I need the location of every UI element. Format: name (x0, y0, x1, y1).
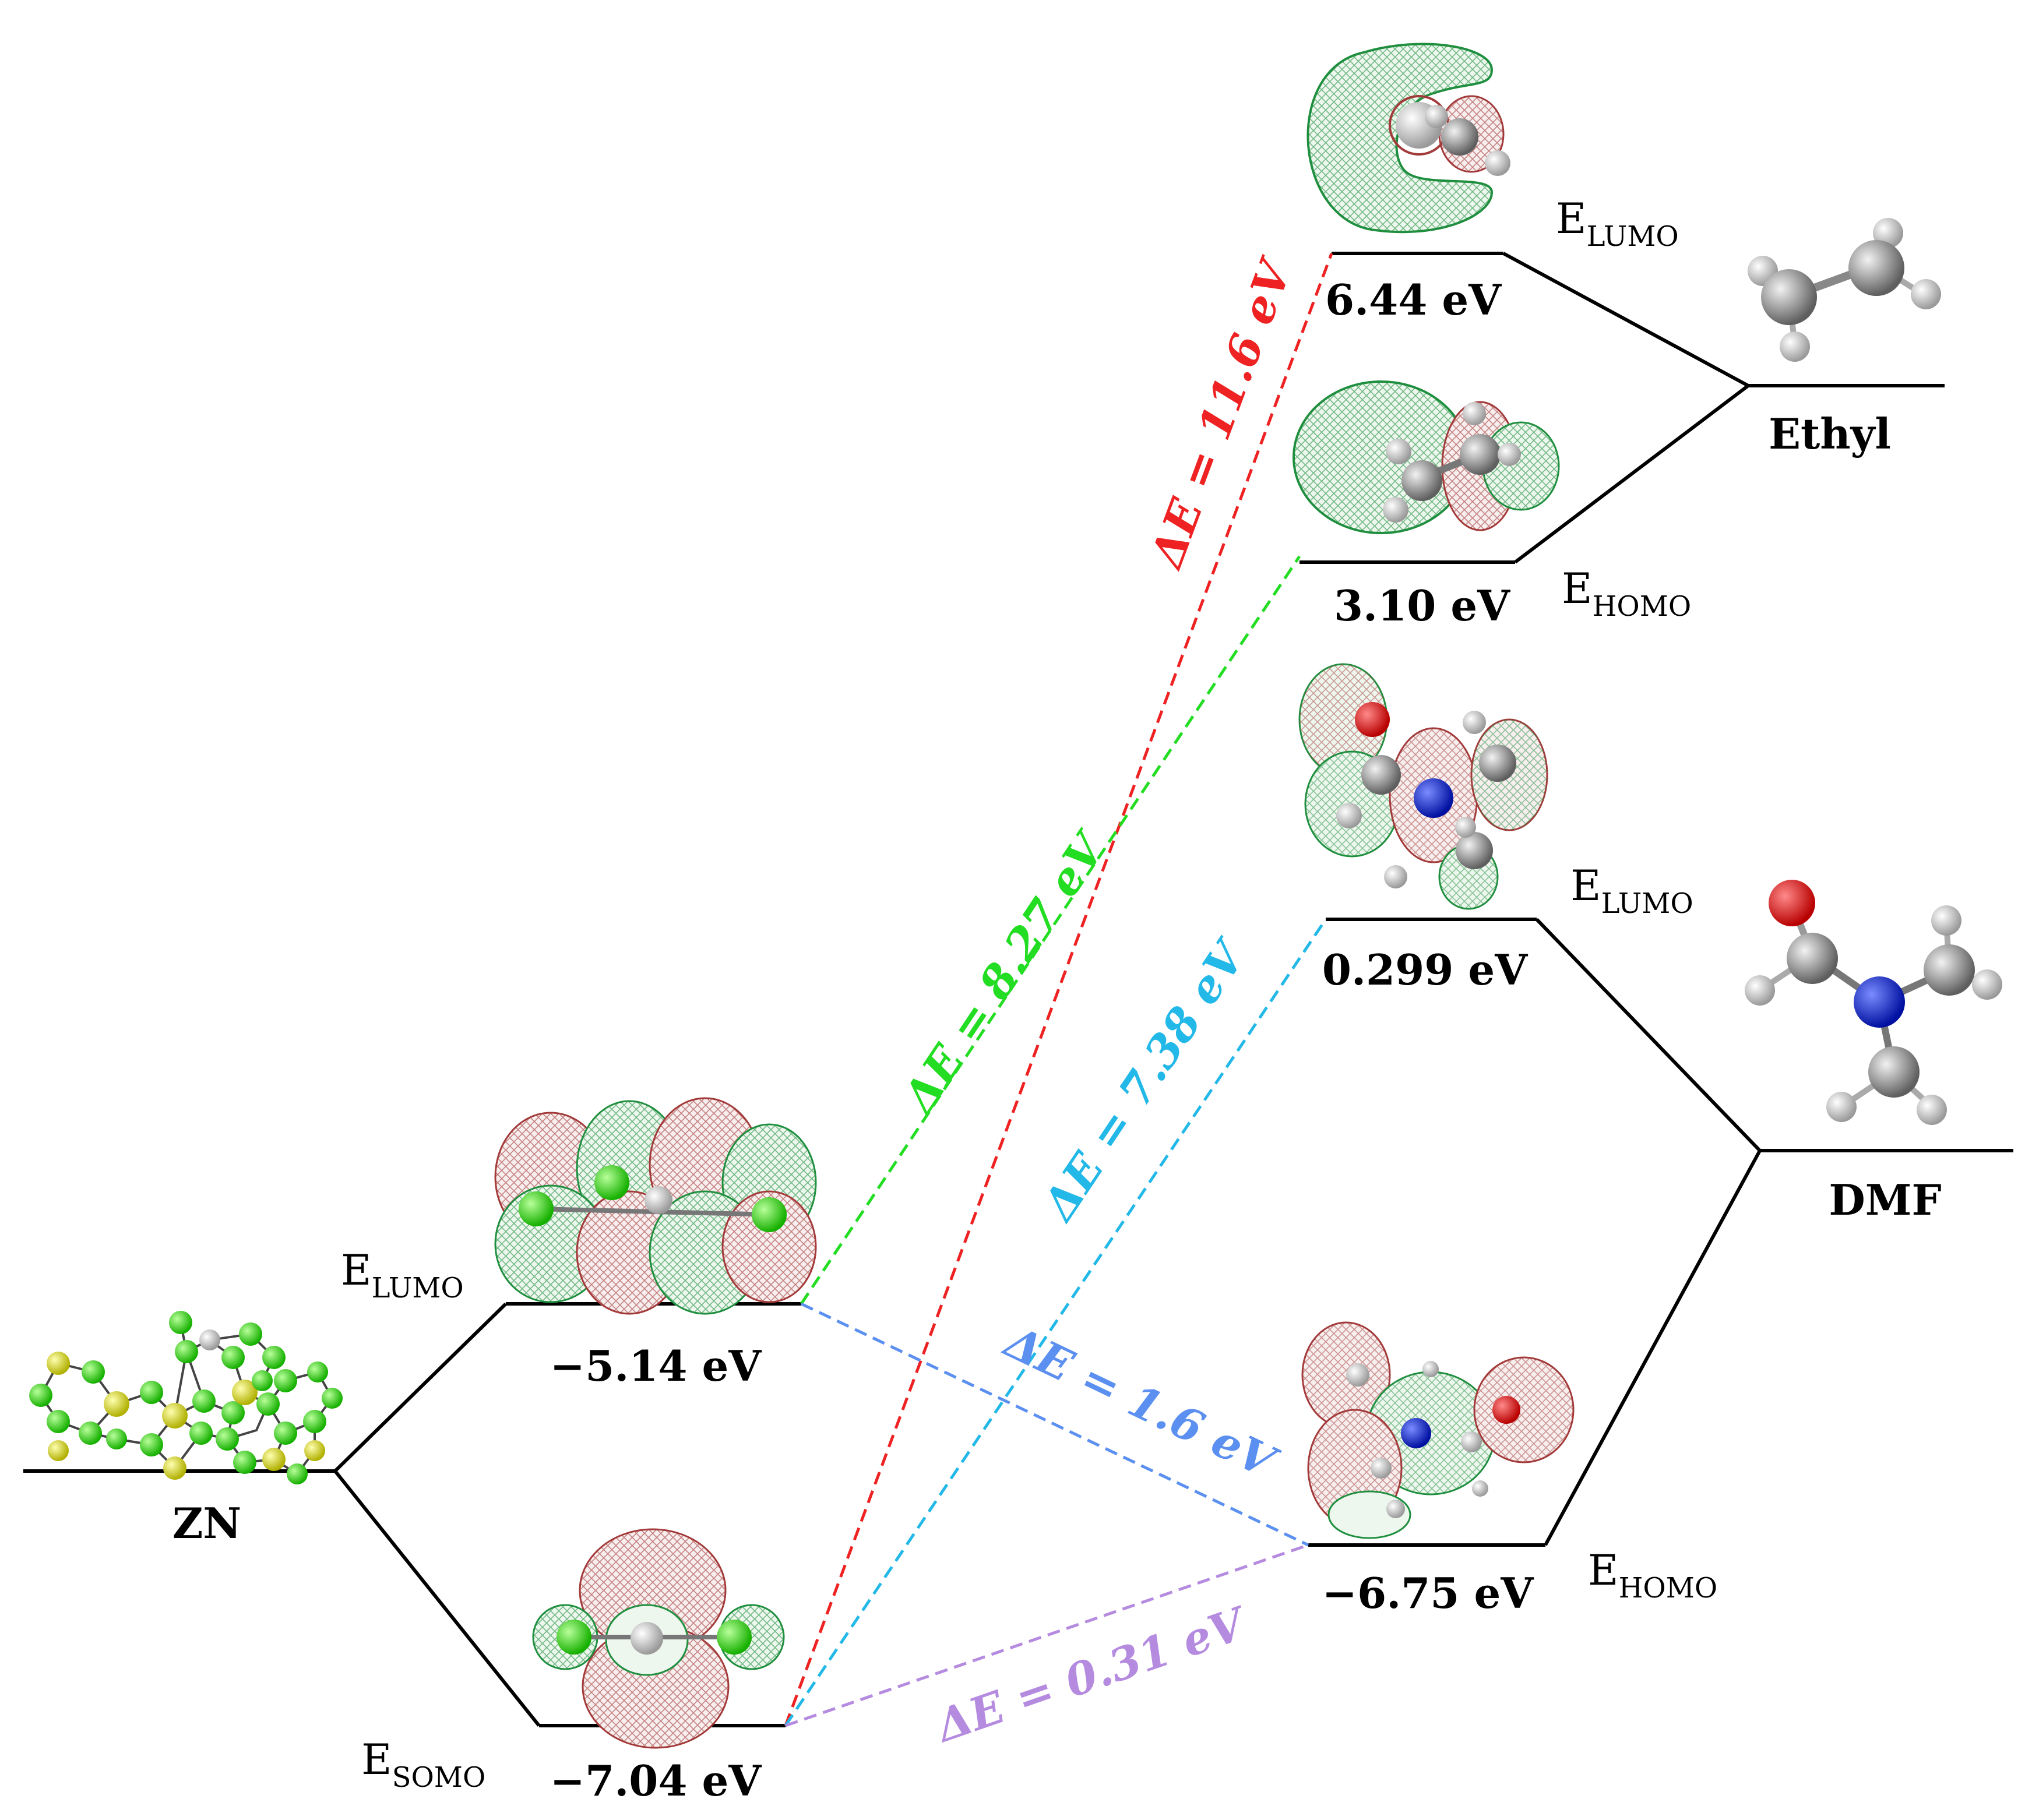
gap-label-lumo-dmf-homo: ΔE = 1.6 eV (995, 1315, 1286, 1490)
ethyl-homo-label: EHOMO (1562, 564, 1691, 623)
energy-values: −5.14 eV −7.04 eV 6.44 eV 3.10 eV 0.299 … (550, 275, 1534, 1805)
gap-label-somo-ethyl-lumo: ΔE = 11.6 eV (1140, 251, 1303, 576)
gap-label-lumo-ethyl-homo: ΔE = 8.27 eV (892, 821, 1117, 1123)
dmf-name: DMF (1829, 1175, 1941, 1225)
ethyl-homo-energy: 3.10 eV (1334, 581, 1510, 630)
dmf-homo-orbital-image (1301, 1321, 1575, 1539)
ethyl-lumo-label: ELUMO (1556, 194, 1679, 253)
zn-lumo-energy: −5.14 eV (550, 1341, 762, 1391)
orbital-labels: ELUMO ESOMO ELUMO EHOMO ELUMO EHOMO (341, 194, 1717, 1794)
dmf-lumo-label: ELUMO (1570, 861, 1693, 920)
zn-to-lumo-line (333, 1302, 508, 1473)
zn-somo-orbital-image (532, 1528, 785, 1749)
zn-lumo-label: ELUMO (341, 1246, 464, 1304)
ethyl-lumo-orbital-image (1306, 43, 1510, 234)
zn-somo-label: ESOMO (361, 1735, 485, 1794)
correlation-lines (333, 252, 1762, 1727)
gap-line-somo-ethyl-lumo (784, 253, 1333, 1726)
zn-name: ZN (172, 1498, 241, 1548)
ethyl-name: Ethyl (1769, 409, 1891, 458)
dmf-homo-label: EHOMO (1588, 1546, 1717, 1604)
gap-line-lumo-dmf-homo (800, 1302, 1309, 1547)
dmf-lumo-to-dmf (1535, 918, 1762, 1152)
ethyl-lumo-energy: 6.44 eV (1325, 275, 1502, 325)
gap-lines (784, 253, 1333, 1727)
zn-somo-energy: −7.04 eV (550, 1756, 762, 1805)
dmf-homo-to-dmf (1544, 1149, 1762, 1546)
dmf-homo-energy: −6.75 eV (1322, 1568, 1534, 1618)
levels (23, 252, 2013, 1727)
ethyl-molecule-image (1748, 218, 1941, 362)
dmf-molecule-image (1745, 880, 2002, 1125)
dmf-lumo-energy: 0.299 eV (1322, 945, 1528, 994)
ethyl-lumo-to-ethyl (1502, 252, 1749, 387)
ethyl-homo-orbital-image (1293, 380, 1560, 534)
zn-to-somo-line (333, 1470, 541, 1727)
ethyl-homo-to-ethyl (1514, 384, 1749, 564)
gap-line-somo-dmf-homo (785, 1543, 1309, 1727)
zn-lumo-orbital-image (494, 1097, 817, 1315)
zn-atoms (29, 1311, 343, 1484)
gap-labels: ΔE = 11.6 eV ΔE = 8.27 eV ΔE = 7.38 eV Δ… (892, 251, 1302, 1753)
gap-line-lumo-ethyl-homo (800, 555, 1301, 1305)
gap-line-somo-dmf-lumo (784, 918, 1327, 1727)
system-names: ZN Ethyl DMF (172, 409, 1942, 1548)
dmf-lumo-orbital-image (1298, 663, 1548, 910)
zn-cluster-image (29, 1311, 343, 1484)
